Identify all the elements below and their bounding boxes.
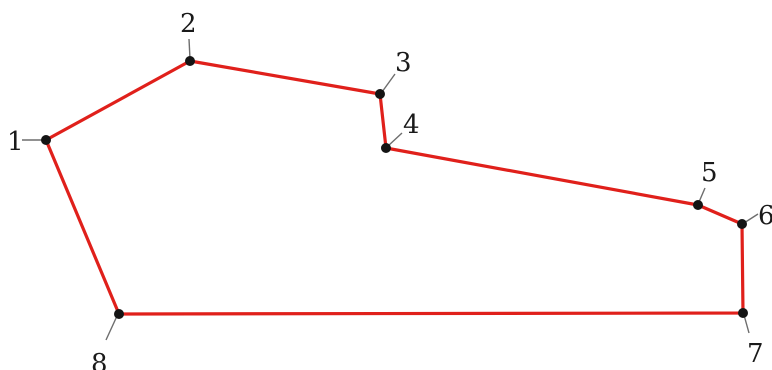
leader-line-6 [743, 213, 759, 224]
vertex-label-5: 5 [701, 158, 718, 188]
vertex-label-8: 8 [91, 349, 108, 370]
vertex-marker-1 [41, 135, 51, 145]
vertex-8: 8 [91, 309, 124, 370]
vertex-label-6: 6 [758, 201, 772, 231]
vertex-4: 4 [381, 110, 420, 153]
leader-line-4 [387, 132, 403, 147]
vertex-marker-4 [381, 143, 391, 153]
vertex-label-1: 1 [7, 127, 24, 157]
vertex-2: 2 [180, 9, 197, 66]
leader-line-3 [381, 73, 396, 93]
vertex-marker-5 [693, 200, 703, 210]
vertex-label-7: 7 [747, 339, 764, 369]
vertex-1: 1 [7, 127, 51, 157]
vertex-marker-8 [114, 309, 124, 319]
leader-line-8 [105, 315, 118, 341]
vertex-6: 6 [737, 201, 772, 231]
vertex-label-4: 4 [403, 110, 420, 140]
vertex-3: 3 [375, 48, 412, 99]
vertex-label-3: 3 [395, 48, 412, 78]
vertex-marker-7 [738, 308, 748, 318]
vertex-marker-2 [185, 56, 195, 66]
polygon-outline [44, 59, 745, 316]
vertex-5: 5 [693, 158, 718, 210]
leader-line-2 [188, 38, 191, 60]
vertex-marker-6 [737, 219, 747, 229]
leader-line-7 [743, 314, 750, 334]
vertex-marker-3 [375, 89, 385, 99]
vertex-label-2: 2 [180, 9, 197, 39]
leader-line-5 [698, 187, 706, 203]
vertex-7: 7 [738, 308, 764, 369]
